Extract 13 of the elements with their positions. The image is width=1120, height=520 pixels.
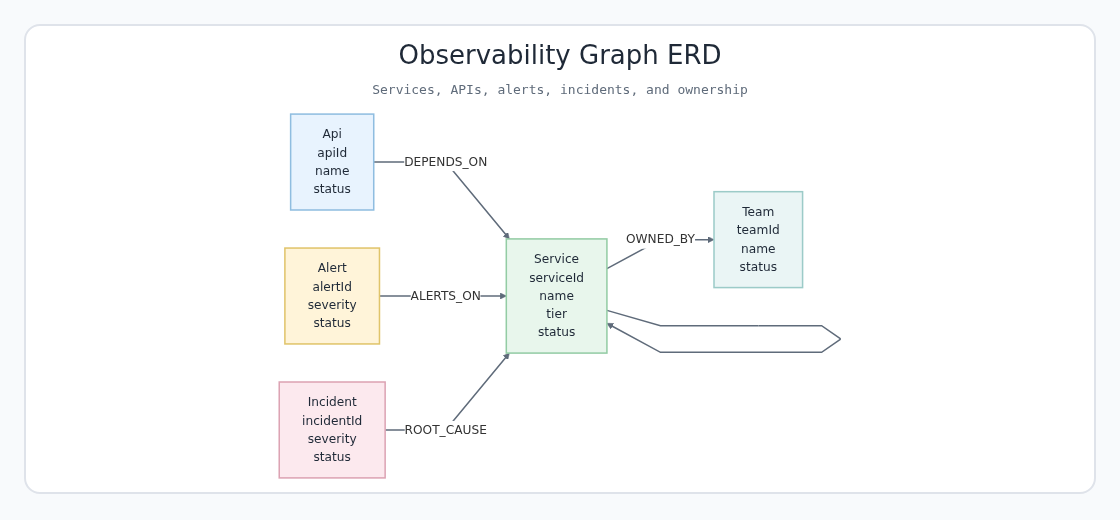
diagram-title: Observability Graph ERD	[397, 40, 723, 70]
node-box	[289, 113, 375, 211]
edge-label: ROOT_CAUSE	[404, 422, 487, 437]
node-box	[278, 381, 386, 479]
edge-label: ALERTS_ON	[410, 288, 481, 303]
edge-label: DEPENDS_ON	[404, 154, 488, 169]
edge-label: OWNED_BY	[625, 232, 695, 247]
arrow	[606, 309, 842, 354]
node-box	[284, 247, 381, 345]
card-background: Observability Graph ERD Services, APIs, alerts, incidents, and ownership DEPENDS_ON ALERTS_ON OWNED_BY ROOT_CAUSE Api apiId name status Team teamId name status Service serviceId name tier status Alert alertId severity status Incident incidentId severity status	[24, 24, 1096, 494]
node-box	[713, 190, 804, 289]
node-box	[505, 238, 608, 354]
diagram-caption: Services, APIs, alerts, incidents, and ownership	[371, 82, 749, 97]
